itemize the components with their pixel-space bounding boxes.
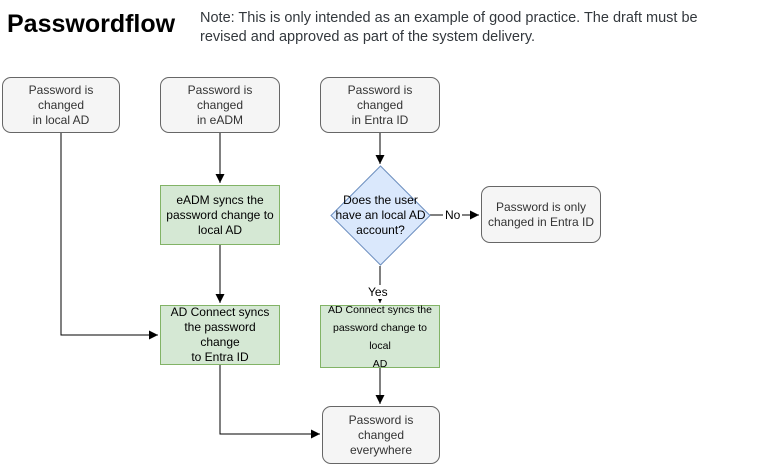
- node-password-only-changed-entra-id: Password is only changed in Entra ID: [481, 186, 601, 243]
- edge-label-no: No: [443, 208, 463, 222]
- decision-diamond-shape: [330, 165, 431, 266]
- node-password-changed-eadm: Password is changed in eADM: [160, 77, 280, 133]
- edge-label-yes: Yes: [366, 285, 390, 299]
- node-password-changed-local-ad: Password is changed in local AD: [2, 77, 120, 133]
- node-decision-local-ad-account: Does the user have an local AD account?: [335, 193, 426, 237]
- node-ad-connect-syncs-to-entra-id: AD Connect syncs the password change to …: [160, 305, 280, 365]
- node-eadm-syncs-to-local-ad: eADM syncs the password change to local …: [160, 185, 280, 245]
- node-ad-connect-syncs-to-local-ad: AD Connect syncs the password change to …: [320, 304, 440, 370]
- node-password-changed-everywhere: Password is changed everywhere: [322, 406, 440, 464]
- diagram-note: Note: This is only intended as an exampl…: [200, 10, 698, 45]
- edge-local-ad-to-adconnect-entra: [60, 133, 158, 340]
- diagram-title: Passwordflow: [7, 10, 176, 38]
- node-password-changed-entra-id: Password is changed in Entra ID: [320, 77, 440, 133]
- edge-adconnect-entra-to-everywhere: [219, 365, 320, 439]
